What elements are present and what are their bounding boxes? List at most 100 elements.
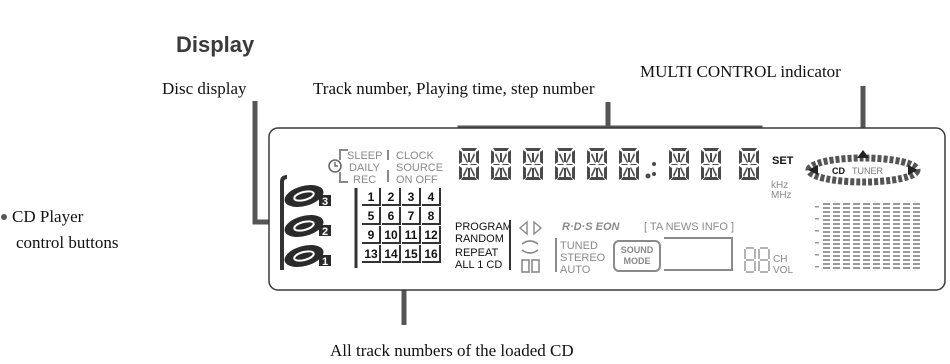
spectrum-dot [853,267,860,269]
direction-arrows-icon [518,220,543,236]
spectrum-dot [833,247,840,249]
spectrum-dot [873,203,880,205]
track-number: 3 [408,190,415,204]
sleep-label: SLEEP [347,150,382,162]
disc-icon [284,215,324,237]
spectrum-dot [893,263,900,265]
dolby-right-icon [531,259,540,273]
spectrum-dot [913,255,920,257]
spectrum-dot [873,267,880,269]
multi-control-indicator: CD TUNER [805,150,921,186]
mc-cd-label: CD [832,166,845,176]
track-number: 6 [388,209,395,223]
spectrum-dot [873,223,880,225]
spectrum-dot [873,251,880,253]
spectrum-analyzer [815,203,920,269]
spectrum-dot [823,203,830,205]
main-digit-display [459,148,759,180]
spectrum-dot [863,207,870,209]
spectrum-dot [863,211,870,213]
spectrum-dot [843,223,850,225]
spectrum-dot [893,239,900,241]
spectrum-dot [853,231,860,233]
spectrum-dot [833,223,840,225]
disc-3: 3 [284,185,331,208]
spectrum-dot [863,251,870,253]
spectrum-dot [913,259,920,261]
spectrum-dot [873,239,880,241]
rds-eon-label: R·D·S EON [562,221,621,233]
spectrum-dot [833,231,840,233]
track-number: 5 [368,209,375,223]
spectrum-dot [913,203,920,205]
spectrum-dot [873,255,880,257]
section-heading: Display [176,32,255,57]
spectrum-tick [815,254,819,256]
spectrum-dot [873,243,880,245]
track-number: 9 [368,228,375,242]
spectrum-dot [883,227,890,229]
multi-control-callout: MULTI CONTROL indicator [640,62,841,81]
spectrum-dot [873,227,880,229]
spectrum-dot [893,215,900,217]
spectrum-dot [873,263,880,265]
spectrum-tick [815,266,819,268]
spectrum-dot [913,251,920,253]
spectrum-dot [903,251,910,253]
spectrum-dot [853,215,860,217]
cd-player-callout-line2: control buttons [16,233,118,252]
spectrum-dot [903,247,910,249]
spectrum-dot [833,235,840,237]
clock-icon [328,159,342,173]
spectrum-dot [863,231,870,233]
spectrum-dot [913,263,920,265]
spectrum-dot [913,207,920,209]
spectrum-dot [873,211,880,213]
spectrum-dot [913,223,920,225]
spectrum-dot [823,211,830,213]
clock-label: CLOCK [396,150,435,162]
spectrum-dot [823,247,830,249]
disc-number: 3 [322,196,328,208]
dolby-left-icon [521,259,530,273]
spectrum-dot [843,255,850,257]
left-arrow-icon [808,165,818,175]
play-mode-indicators: PROGRAM RANDOM REPEAT ALL 1 CD [455,220,512,271]
spectrum-dot [843,247,850,249]
spectrum-dot [913,215,920,217]
spectrum-tick [815,206,819,208]
spectrum-dot [833,207,840,209]
transport-icons [518,220,543,273]
spectrum-dot [883,251,890,253]
repeat-label: REPEAT [455,247,498,259]
set-indicator: SET [772,155,794,167]
spectrum-dot [843,263,850,265]
all-1-cd-label: ALL 1 CD [455,259,502,271]
spectrum-dot [873,231,880,233]
spectrum-dot [873,207,880,209]
spectrum-dot [883,231,890,233]
spectrum-dot [913,231,920,233]
up-arrow-icon [857,150,869,158]
spectrum-dot [833,255,840,257]
sound-label: SOUND [621,245,654,255]
track-number: 10 [384,228,398,242]
ta-news-info-label: [ TA NEWS INFO ] [644,221,734,233]
spectrum-dot [853,259,860,261]
disc-number: 2 [322,226,328,238]
spectrum-dot [853,211,860,213]
track-number: 7 [408,209,415,223]
track-number: 14 [384,247,398,261]
spectrum-dot [913,211,920,213]
vol-label: VOL [773,265,793,276]
spectrum-dot [863,243,870,245]
track-number: 4 [428,190,435,204]
spectrum-dot [883,223,890,225]
random-label: RANDOM [455,233,504,245]
spectrum-dot [823,239,830,241]
daily-label: DAILY [349,162,381,174]
disc-icon [284,245,324,267]
spectrum-dot [873,219,880,221]
spectrum-dot [903,259,910,261]
